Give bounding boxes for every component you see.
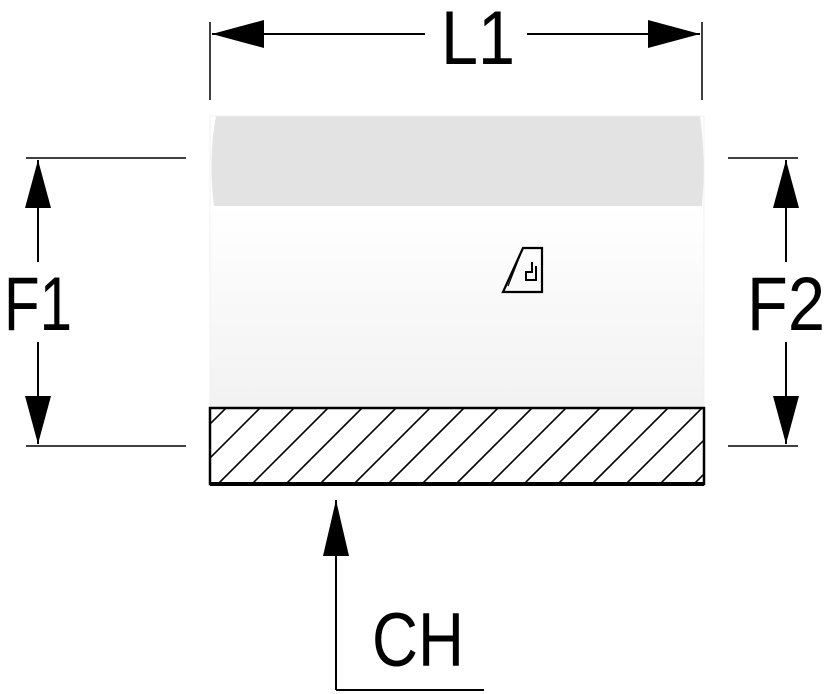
hatch-line: [659, 438, 704, 484]
hatch-line: [591, 408, 669, 484]
arrow-up-icon: [323, 500, 349, 556]
hatch-line: [285, 408, 363, 484]
dimension-f1: [25, 157, 186, 447]
arrow-down-icon: [773, 396, 799, 444]
body-top-band: [211, 116, 704, 206]
arrow-up-icon: [25, 160, 51, 208]
label-f2: F2: [747, 262, 825, 347]
dimension-l1: [209, 20, 703, 100]
hatch-line: [455, 408, 533, 484]
leader-ch: [323, 500, 484, 691]
arrow-right-icon: [648, 20, 700, 48]
arrow-up-icon: [773, 160, 799, 208]
hatch-line: [210, 408, 261, 460]
label-f1: F1: [4, 262, 72, 347]
hatch-line: [523, 408, 601, 484]
hatch-line: [421, 408, 499, 484]
hatch-line: [796, 408, 830, 484]
label-l1: L1: [441, 0, 515, 81]
fitting-body: [209, 115, 705, 409]
arrow-left-icon: [212, 20, 264, 48]
hatch-line: [353, 408, 431, 484]
body-face: [210, 206, 704, 408]
label-ch: CH: [372, 598, 464, 683]
hatch-line: [625, 408, 703, 484]
hatch-line: [319, 408, 397, 484]
hatch-line: [489, 408, 567, 484]
hatch-line: [557, 408, 635, 484]
hatch-line: [387, 408, 465, 484]
hatch-line: [251, 408, 329, 484]
logo-mark-icon: [501, 246, 544, 294]
arrow-down-icon: [25, 396, 51, 444]
dimension-f2: [728, 157, 799, 447]
hatch-line: [210, 408, 227, 426]
hatched-section: [208, 406, 830, 486]
hatch-line: [217, 408, 295, 484]
